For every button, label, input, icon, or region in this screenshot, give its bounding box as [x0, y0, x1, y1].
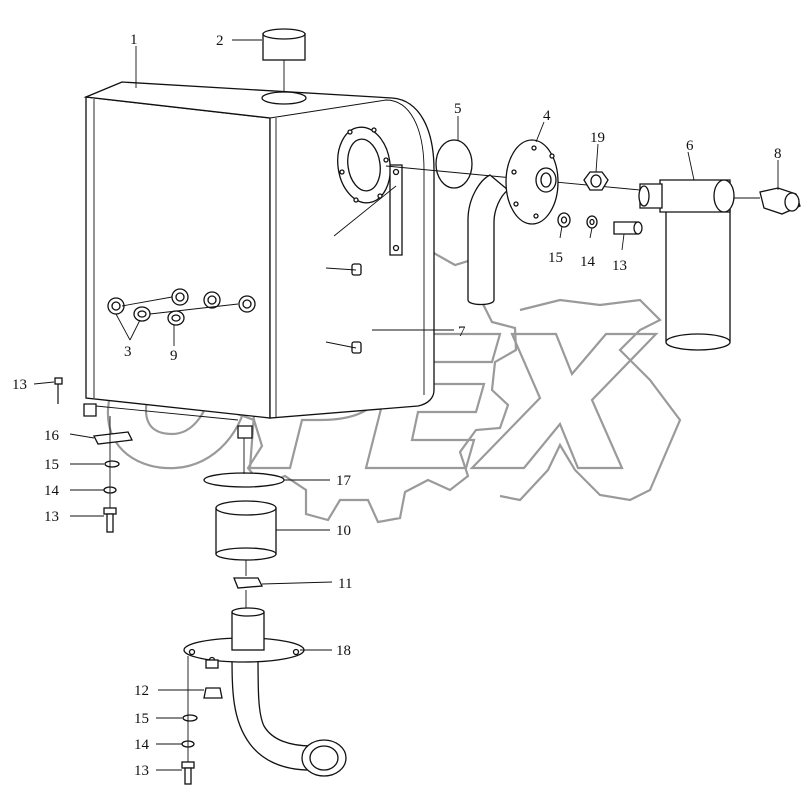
mounting-bracket [389, 164, 403, 256]
mount-stack-bottom [181, 656, 223, 785]
callout-8: 8 [774, 146, 782, 162]
filter-6 [638, 179, 735, 351]
callout-14-upper: 14 [580, 254, 596, 270]
callout-15-upper: 15 [548, 250, 563, 266]
sight-gauge [351, 263, 374, 354]
filler-neck [261, 91, 307, 105]
tank-body [83, 81, 435, 439]
suction-flange [467, 139, 559, 306]
callout-6: 6 [686, 138, 694, 154]
callout-13-bottom: 13 [134, 763, 149, 779]
callout-10: 10 [336, 523, 351, 539]
fitting-8 [734, 187, 801, 215]
callout-16: 16 [44, 428, 60, 444]
callout-17: 17 [336, 473, 352, 489]
callout-14-bottom: 14 [134, 737, 150, 753]
filler-cap [262, 28, 306, 92]
nut-11 [233, 577, 264, 612]
callout-11: 11 [338, 576, 352, 592]
callout-15-stack: 15 [44, 457, 59, 473]
bolt-left-13 [54, 377, 63, 404]
callout-13-stack: 13 [44, 509, 59, 525]
tank-front-face [85, 96, 271, 419]
callout-13-upper: 13 [612, 258, 627, 274]
o-ring-17 [203, 472, 285, 488]
callout-18: 18 [336, 643, 351, 659]
callout-labels: 1 2 3 4 5 6 7 8 9 10 11 12 13 13 13 13 1… [12, 32, 782, 779]
ports-group [107, 288, 256, 326]
callout-4: 4 [543, 108, 551, 124]
nut-19 [583, 171, 609, 191]
callout-2: 2 [216, 33, 224, 49]
callout-9: 9 [170, 348, 178, 364]
o-ring [435, 139, 473, 189]
callout-15-bottom: 15 [134, 711, 149, 727]
callout-12: 12 [134, 683, 149, 699]
callout-3: 3 [124, 344, 132, 360]
callout-19: 19 [590, 130, 605, 146]
callout-14-stack: 14 [44, 483, 60, 499]
side-port-flange [337, 126, 391, 204]
callout-5: 5 [454, 101, 462, 117]
outlet-flange-18 [183, 607, 347, 777]
callout-13-left: 13 [12, 377, 27, 393]
leader-lines [33, 39, 779, 771]
callout-7: 7 [458, 324, 466, 340]
tank-feet [83, 403, 253, 439]
callout-1: 1 [130, 32, 138, 48]
upper-fasteners [557, 212, 643, 235]
strainer-10 [215, 500, 277, 576]
mount-stack-left [93, 416, 133, 533]
